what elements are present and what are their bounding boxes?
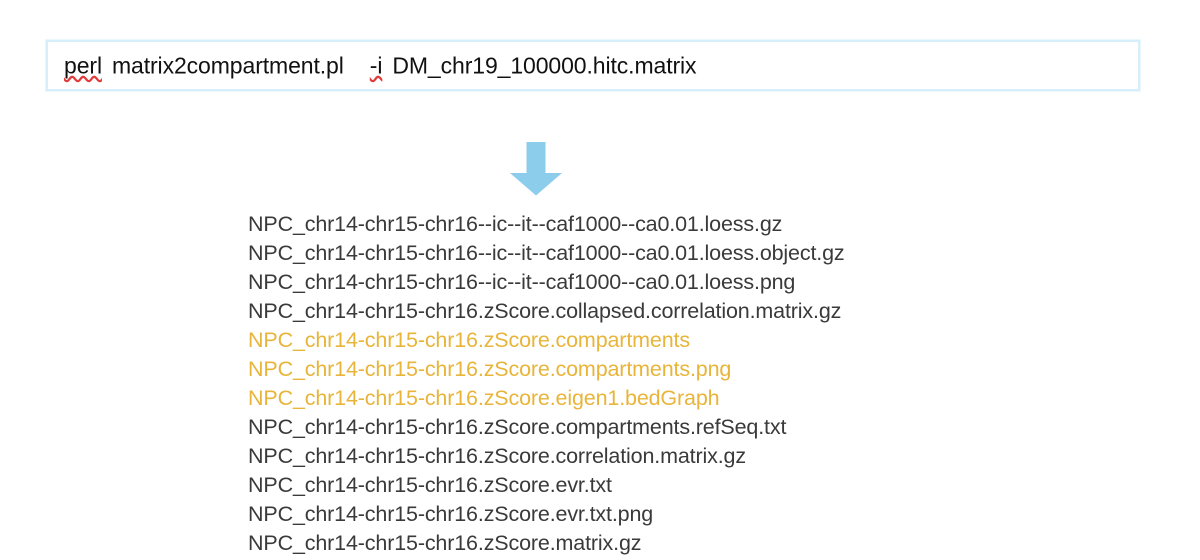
arrow-down-icon bbox=[505, 140, 567, 198]
list-item: NPC_chr14-chr15-chr16.zScore.correlation… bbox=[248, 444, 746, 468]
list-item-highlighted: NPC_chr14-chr15-chr16.zScore.compartment… bbox=[248, 357, 732, 381]
list-item: NPC_chr14-chr15-chr16--ic--it--caf1000--… bbox=[248, 270, 796, 294]
list-item: NPC_chr14-chr15-chr16.zScore.evr.txt.png bbox=[248, 502, 654, 526]
command-text: perl matrix2compartment.pl -i DM_chr19_1000… bbox=[64, 52, 697, 79]
list-item-highlighted: NPC_chr14-chr15-chr16.zScore.eigen1.bedG… bbox=[248, 386, 720, 410]
list-item: NPC_chr14-chr15-chr16.zScore.compartment… bbox=[248, 415, 787, 439]
command-flag-token: -i bbox=[369, 52, 383, 78]
command-script-token: matrix2compartment.pl bbox=[111, 52, 344, 78]
list-item-highlighted: NPC_chr14-chr15-chr16.zScore.compartment… bbox=[248, 328, 690, 352]
command-argument-token: DM_chr19_100000.hitc.matrix bbox=[392, 52, 697, 78]
list-item: NPC_chr14-chr15-chr16--ic--it--caf1000--… bbox=[248, 212, 783, 236]
list-item: NPC_chr14-chr15-chr16.zScore.collapsed.c… bbox=[248, 299, 842, 323]
list-item: NPC_chr14-chr15-chr16--ic--it--caf1000--… bbox=[248, 241, 845, 265]
list-item: NPC_chr14-chr15-chr16.zScore.evr.txt bbox=[248, 473, 612, 497]
command-input-box[interactable]: perl matrix2compartment.pl -i DM_chr19_1000… bbox=[46, 40, 1140, 91]
list-item: NPC_chr14-chr15-chr16.zScore.matrix.gz bbox=[248, 531, 642, 555]
output-file-list: NPC_chr14-chr15-chr16--ic--it--caf1000--… bbox=[248, 210, 1008, 558]
command-program-token: perl bbox=[64, 52, 102, 78]
